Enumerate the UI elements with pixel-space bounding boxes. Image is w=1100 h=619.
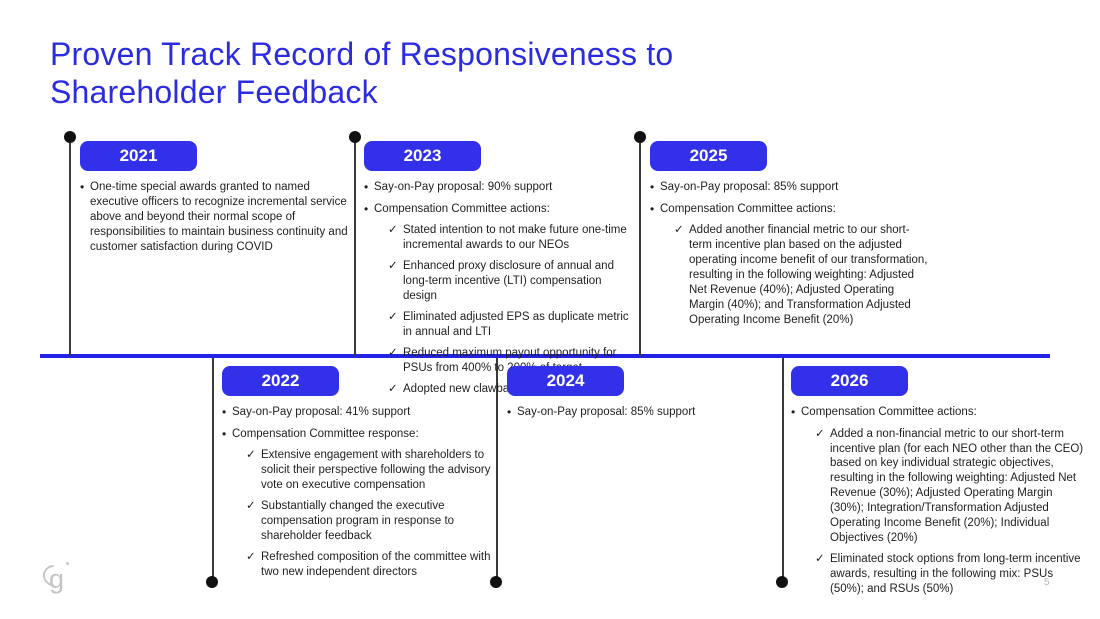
bullet-icon: • (222, 405, 227, 419)
timeline-connector-2024 (496, 358, 498, 582)
item-text: Added another financial metric to our sh… (689, 224, 928, 326)
timeline-connector-2026 (782, 358, 784, 582)
year-badge: 2026 (791, 366, 908, 396)
check-icon: ✓ (246, 550, 256, 563)
entry-content: • Say-on-Pay proposal: 41% support • Compen… (222, 405, 492, 580)
timeline-connector-2021 (69, 137, 71, 356)
timeline-entry-2023: 2023 • Say-on-Pay proposal: 90% support • C… (364, 141, 636, 403)
check-icon: ✓ (246, 449, 256, 462)
bullet-icon: • (222, 426, 227, 441)
bullet-item: • One-time special awards granted to name… (80, 180, 348, 255)
entry-content: • One-time special awards granted to name… (80, 180, 348, 255)
check-icon: ✓ (815, 427, 825, 440)
year-badge: 2022 (222, 366, 339, 396)
timeline-dot-2026 (776, 576, 788, 588)
timeline-entry-2022: 2022 • Say-on-Pay proposal: 41% support • C… (222, 366, 492, 586)
item-text: Say-on-Pay proposal: 41% support (232, 406, 411, 418)
item-text: Substantially changed the executive comp… (261, 500, 455, 542)
timeline-connector-2022 (212, 358, 214, 582)
entry-content: • Say-on-Pay proposal: 85% support (507, 405, 779, 421)
check-item: ✓ Stated intention to not make future one… (388, 223, 636, 253)
item-text: Say-on-Pay proposal: 85% support (660, 181, 839, 193)
check-icon: ✓ (815, 553, 825, 566)
item-text: Extensive engagement with shareholders t… (261, 449, 491, 492)
check-icon: ✓ (388, 224, 398, 237)
entry-content: • Say-on-Pay proposal: 85% support • Compen… (650, 180, 930, 328)
check-item: ✓ Added a non-financial metric to our sho… (815, 427, 1087, 547)
timeline-entry-2025: 2025 • Say-on-Pay proposal: 85% support • C… (650, 141, 930, 334)
timeline-dot-2025 (634, 131, 646, 143)
check-item: ✓ Eliminated stock options from long-term… (815, 552, 1087, 597)
page-title: Proven Track Record of Responsiveness to… (50, 36, 674, 110)
item-text: Enhanced proxy disclosure of annual and … (403, 260, 614, 302)
check-item: ✓ Enhanced proxy disclosure of annual and… (388, 259, 636, 304)
bullet-icon: • (791, 405, 796, 419)
check-icon: ✓ (388, 310, 398, 323)
timeline-entry-2026: 2026 • Compensation Committee actions: ✓ Ad… (791, 366, 1087, 603)
bullet-icon: • (364, 201, 369, 216)
page-number: 5 (1044, 577, 1050, 588)
bullet-item: • Say-on-Pay proposal: 85% support (650, 180, 930, 196)
logo-g-glyph: g (49, 564, 65, 594)
item-text: Say-on-Pay proposal: 90% support (374, 181, 553, 193)
timeline-entry-2024: 2024 • Say-on-Pay proposal: 85% support (507, 366, 779, 427)
item-text: Compensation Committee actions: (660, 202, 836, 215)
bullet-item: • Say-on-Pay proposal: 85% support (507, 405, 779, 421)
bullet-icon: • (80, 180, 85, 194)
check-item: ✓ Refreshed composition of the committee … (246, 550, 492, 580)
bullet-icon: • (507, 405, 512, 419)
timeline-dot-2023 (349, 131, 361, 143)
check-item: ✓ Extensive engagement with shareholders … (246, 448, 492, 493)
check-icon: ✓ (246, 500, 256, 512)
bullet-icon: • (650, 201, 655, 216)
check-icon: ✓ (388, 382, 398, 395)
timeline-dot-2021 (64, 131, 76, 143)
item-text: Compensation Committee actions: (801, 406, 977, 418)
item-text: Compensation Committee actions: (374, 202, 550, 215)
bullet-item: • Say-on-Pay proposal: 41% support (222, 405, 492, 421)
item-text: One-time special awards granted to named… (90, 181, 348, 253)
bullet-icon: • (364, 180, 369, 194)
logo-dot-icon (66, 562, 69, 565)
year-badge: 2025 (650, 141, 767, 171)
entry-content: • Say-on-Pay proposal: 90% support • Compen… (364, 180, 636, 397)
check-icon: ✓ (388, 346, 398, 359)
check-item: ✓ Substantially changed the executive com… (246, 499, 492, 544)
item-text: Eliminated adjusted EPS as duplicate met… (403, 310, 629, 338)
timeline-connector-2025 (639, 137, 641, 356)
check-icon: ✓ (388, 260, 398, 273)
bullet-item: • Compensation Committee actions: (650, 202, 930, 218)
check-icon: ✓ (674, 224, 684, 237)
item-text: Eliminated stock options from long-term … (830, 553, 1081, 595)
item-text: Compensation Committee response: (232, 427, 419, 440)
bullet-item: • Compensation Committee response: (222, 427, 492, 443)
item-text: Added a non-financial metric to our shor… (830, 427, 1084, 545)
year-badge: 2024 (507, 366, 624, 396)
item-text: Stated intention to not make future one-… (403, 224, 627, 252)
check-item: ✓ Eliminated adjusted EPS as duplicate me… (388, 310, 636, 340)
company-logo: g (38, 560, 82, 602)
entry-content: • Compensation Committee actions: ✓ Added a… (791, 405, 1087, 597)
bullet-item: • Compensation Committee actions: (791, 405, 1087, 421)
item-text: Say-on-Pay proposal: 85% support (517, 406, 696, 418)
year-badge: 2021 (80, 141, 197, 171)
item-text: Refreshed composition of the committee w… (261, 550, 491, 578)
timeline-dot-2024 (490, 576, 502, 588)
bullet-icon: • (650, 180, 655, 194)
timeline-connector-2023 (354, 137, 356, 356)
check-item: ✓ Added another financial metric to our s… (674, 223, 930, 328)
year-badge: 2023 (364, 141, 481, 171)
timeline-dot-2022 (206, 576, 218, 588)
timeline-axis (40, 354, 1050, 358)
bullet-item: • Say-on-Pay proposal: 90% support (364, 180, 636, 196)
timeline-entry-2021: 2021 • One-time special awards granted to… (80, 141, 348, 261)
bullet-item: • Compensation Committee actions: (364, 202, 636, 218)
